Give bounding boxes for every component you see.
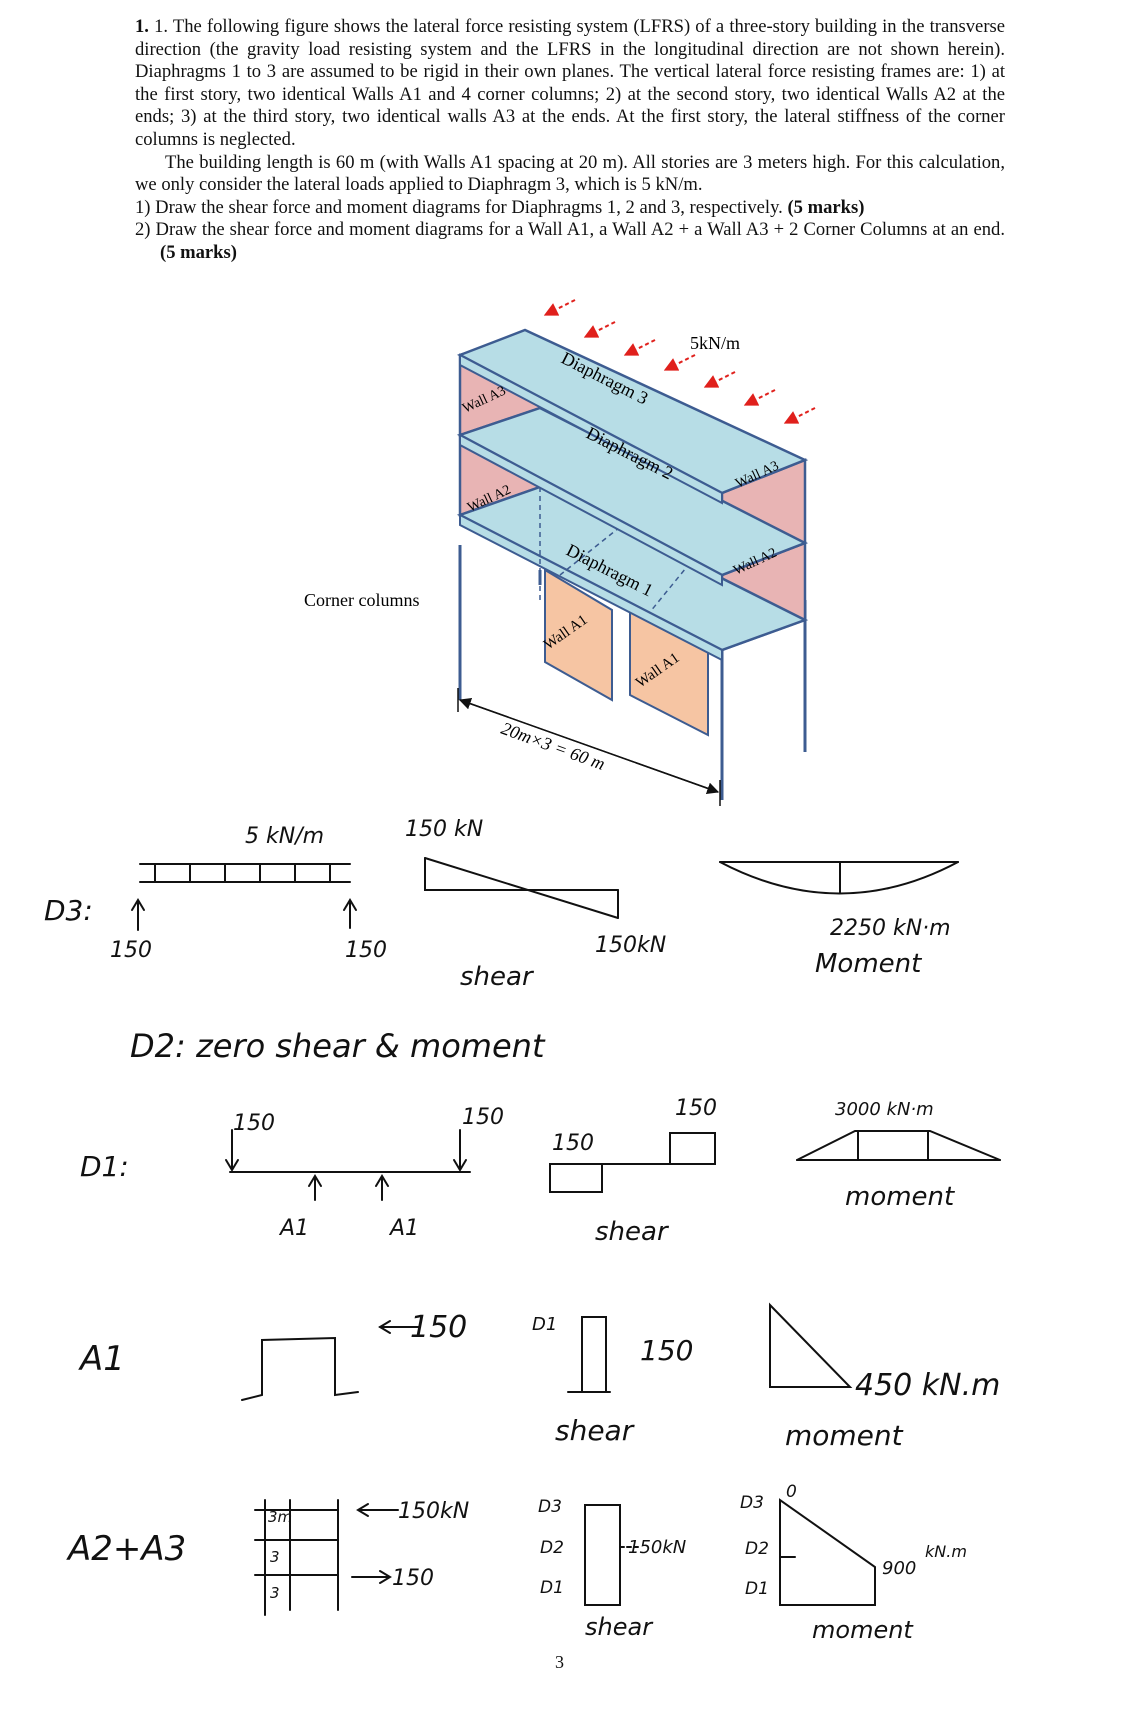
a1-shear-caption: shear [555,1414,635,1447]
a23-force-mid: 150 [392,1566,434,1591]
d1-shear-left: 150 [552,1131,594,1156]
a23-frame-sketch [254,1499,399,1616]
problem-para2: The building length is 60 m (with Walls … [135,151,1005,196]
a23-shear-d2: D2 [540,1538,564,1558]
d1-load-left: 150 [233,1111,275,1136]
wall-a1-left [544,568,613,702]
a1-wall-sketch [241,1320,421,1401]
d1-moment-value: 3000 kN·m [835,1099,934,1120]
corner-columns [458,545,807,800]
a23-label: A2+A3 [66,1529,186,1569]
d1-shear-right: 150 [675,1096,717,1121]
d1-shear-caption: shear [595,1217,670,1247]
problem-intro: 1. 1. The following figure shows the lat… [135,16,1005,150]
a1-moment-value: 450 kN.m [855,1368,1000,1403]
a1-force: 150 [410,1310,467,1345]
d1-label: D1: [80,1150,129,1183]
a23-moment-d2: D2 [745,1539,769,1559]
lfrs-figure: 5kN/m Diaphragm 3 Diaphragm 2 Diaphragm … [304,299,816,806]
d3-reaction-left: 150 [110,938,152,963]
d1-support-right: A1 [388,1216,419,1241]
a23-height-3: 3 [270,1584,280,1602]
d3-moment-diagram [719,861,959,895]
a23-moment-d3: D3 [740,1493,764,1513]
d1-moment-caption: moment [845,1182,955,1212]
d3-shear-diagram [424,857,619,919]
corner-columns-label: Corner columns [304,590,419,610]
d1-beam [225,1129,471,1201]
problem-statement: 1. 1. The following figure shows the lat… [135,16,1005,265]
load-label: 5kN/m [690,333,740,353]
a23-height-1: 3m [268,1508,292,1526]
a23-shear-value: 150kN [628,1537,686,1558]
d1-moment-diagram [796,1130,1001,1161]
d3-shear-caption: shear [460,962,535,992]
d1-load-right: 150 [462,1105,504,1130]
question-2: 2) Draw the shear force and moment diagr… [135,219,1005,263]
a1-shear-diagram [567,1316,611,1393]
d3-load-label: 5 kN/m [245,824,324,849]
d1-shear-diagram [549,1132,716,1193]
distributed-load-arrows [543,299,816,424]
question-1: 1) Draw the shear force and moment diagr… [135,196,865,218]
page-number: 3 [555,1652,564,1672]
a23-moment-d1: D1 [745,1579,769,1599]
dimension-line [457,688,721,806]
a23-height-2: 3 [270,1548,280,1566]
a23-shear-caption: shear [585,1613,654,1641]
d3-label: D3: [44,894,93,927]
d3-shear-bottom: 150kN [595,933,666,958]
a23-moment-unit: kN.m [925,1542,967,1561]
a23-moment-zero: 0 [786,1482,797,1502]
d3-shear-top: 150 kN [405,817,483,842]
d3-reaction-right: 150 [345,938,387,963]
a23-shear-d3: D3 [538,1497,562,1517]
a23-moment-diagram [779,1498,876,1606]
a23-shear-d1: D1 [540,1578,564,1598]
d2-note: D2: zero shear & moment [130,1027,546,1065]
d3-load-beam [131,863,357,931]
a1-moment-diagram [769,1302,853,1388]
a1-moment-caption: moment [785,1419,904,1452]
a1-d1-label: D1 [532,1314,557,1335]
a1-label: A1 [78,1339,125,1379]
a23-shear-diagram [584,1504,641,1606]
a1-shear-value: 150 [640,1334,693,1367]
a23-force-top: 150kN [398,1499,469,1524]
d3-moment-value: 2250 kN·m [830,916,951,941]
d1-support-left: A1 [278,1216,309,1241]
d3-moment-caption: Moment [815,949,922,979]
a23-moment-caption: moment [812,1616,914,1644]
a23-moment-value: 900 [882,1558,916,1579]
